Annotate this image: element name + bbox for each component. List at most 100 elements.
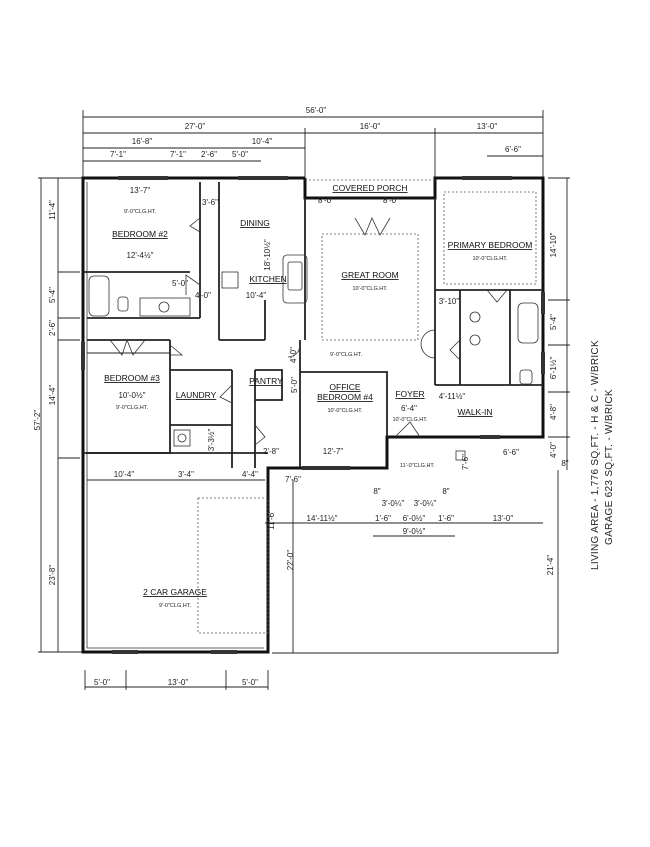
- window: [238, 176, 288, 180]
- dryer: [177, 433, 187, 443]
- dimension-label: 5'-4": [549, 314, 558, 330]
- dimension-label: 1'-6": [438, 514, 454, 523]
- ceiling-height: 9'-0"CLG.HT.: [116, 405, 149, 411]
- dimension-label: 6'-0½": [403, 514, 426, 523]
- dimension-label: 6'-6": [505, 145, 521, 154]
- dimension-label: 4'-4": [242, 470, 258, 479]
- dimension-label: 23'-8": [48, 565, 57, 586]
- dimension-label: 5'-0": [232, 150, 248, 159]
- door: [287, 344, 301, 358]
- living-area-note: LIVING AREA - 1,776 SQ.FT. - H & C - W/B…: [590, 340, 601, 570]
- garage-door: [211, 650, 237, 654]
- window: [462, 176, 512, 180]
- window: [81, 342, 85, 370]
- tray-ceiling: [197, 497, 269, 634]
- dimension-label: 10'-0½": [118, 391, 145, 400]
- room-name: OFFICE: [329, 382, 360, 392]
- dimension-label: 16'-0": [360, 122, 381, 131]
- dimension-label: 10'-4": [246, 291, 267, 300]
- dimension-label: 4'-0": [549, 442, 558, 458]
- sink: [469, 334, 481, 346]
- bathtub: [517, 302, 539, 344]
- dimension-label: 12'-7": [323, 447, 344, 456]
- dimension-label: 8": [561, 459, 568, 468]
- dimension-label: 3'-3½": [207, 429, 216, 452]
- ceiling-height: 9'-0"CLG.HT.: [159, 603, 192, 609]
- room-name: PANTRY: [249, 376, 283, 386]
- dimension-label: 4'-8": [549, 404, 558, 420]
- closet-door: [109, 338, 146, 356]
- door: [394, 421, 421, 438]
- dimension-label: 5'-0": [172, 279, 188, 288]
- dimension-label: 14'-11½": [307, 514, 338, 523]
- dimension-label: 10'-4": [252, 137, 273, 146]
- dimension-labels: 56'-0"27'-0"16'-0"13'-0"16'-8"10'-4"7'-1…: [33, 106, 569, 687]
- dimension-label: 57'-2": [33, 410, 42, 431]
- dimension-label: 13'-0": [493, 514, 514, 523]
- dimension-label: 6'-1½": [549, 357, 558, 380]
- door: [486, 289, 508, 303]
- room-name: BEDROOM #2: [112, 229, 168, 239]
- door: [169, 344, 184, 356]
- dimension-label: 8'-0": [383, 196, 399, 205]
- dimension-label: 16'-8": [132, 137, 153, 146]
- ceiling-height: 10'-0"CLG.HT.: [327, 408, 363, 414]
- dimension-label: 9'-0½": [403, 527, 426, 536]
- window: [118, 176, 168, 180]
- island: [282, 254, 308, 304]
- washer: [173, 429, 191, 447]
- dimension-label: 2'-8": [263, 447, 279, 456]
- room-name: WALK-IN: [457, 407, 492, 417]
- dimension-label: 5'-0": [94, 678, 110, 687]
- interior-walls: [83, 182, 543, 468]
- door: [189, 217, 201, 233]
- tray-ceiling: [321, 233, 419, 341]
- dimension-label: 4'-0": [195, 291, 211, 300]
- dimension-label: 27'-0": [185, 122, 206, 131]
- dimension-label: 2'-6": [48, 320, 57, 336]
- dimension-label: 1'-6": [375, 514, 391, 523]
- room-name: DINING: [240, 218, 270, 228]
- dimension-label: 6'-4": [401, 404, 417, 413]
- door: [185, 274, 201, 295]
- room-labels: BEDROOM #2 9'-0"CLG.HT. DINING KITCHEN COVER…: [104, 183, 532, 609]
- dimension-label: 8": [373, 487, 380, 496]
- toilet: [117, 296, 129, 312]
- dimension-label: 11'-4": [48, 200, 57, 220]
- dimension-label: 21'-4": [546, 555, 555, 576]
- dimension-label: 6'-6": [503, 448, 519, 457]
- dimension-label: 2'-6": [201, 150, 217, 159]
- garage-door: [112, 650, 138, 654]
- room-name: GREAT ROOM: [341, 270, 398, 280]
- door: [449, 339, 461, 361]
- dimension-label: 7'-6": [285, 475, 301, 484]
- dimension-label: 8'-0": [318, 196, 334, 205]
- dimension-label: 11'-6": [267, 510, 276, 530]
- door: [420, 329, 436, 359]
- toilet: [519, 369, 533, 385]
- dimension-label: 18'-10½": [263, 239, 272, 271]
- room-name: LAUNDRY: [176, 390, 217, 400]
- dimension-label: 22'-0": [286, 550, 295, 571]
- dimension-label: 4'-0": [289, 347, 298, 363]
- room-name: KITCHEN: [249, 274, 286, 284]
- dimension-label: 10'-4": [114, 470, 135, 479]
- dimension-label: 5'-0": [242, 678, 258, 687]
- dimension-label: 3'-0¼": [414, 499, 437, 508]
- ceiling-height: 9'-0"CLG.HT.: [124, 209, 157, 215]
- room-name: PRIMARY BEDROOM: [448, 240, 533, 250]
- window: [480, 435, 500, 439]
- ceiling-height: 10'-0"CLG.HT.: [472, 256, 508, 262]
- vanity: [139, 297, 191, 317]
- bathtub: [88, 275, 110, 317]
- room-name: COVERED PORCH: [332, 183, 407, 193]
- hall-ceiling-note: 9'-0"CLG.HT.: [330, 352, 363, 358]
- dimension-label: 7'-6": [461, 454, 470, 470]
- dimension-label: 3'-6": [202, 198, 218, 207]
- sink: [469, 311, 481, 323]
- dimension-label: 14'-4": [48, 385, 57, 406]
- ceiling-height: 10'-0"CLG.HT.: [352, 286, 388, 292]
- column: [455, 450, 466, 461]
- door: [254, 424, 266, 446]
